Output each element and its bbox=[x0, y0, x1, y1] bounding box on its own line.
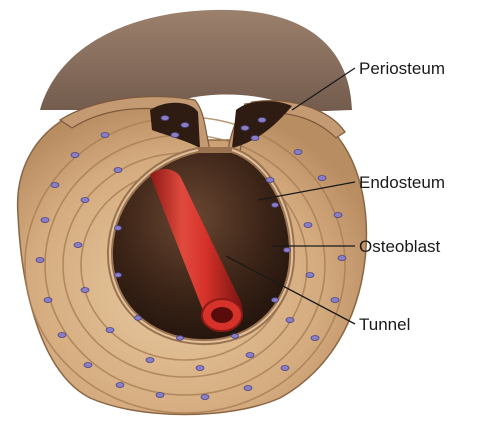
tunnel-label: Tunnel bbox=[359, 315, 410, 334]
periosteum-label: Periosteum bbox=[359, 59, 445, 78]
osteoblast-label: Osteoblast bbox=[359, 237, 441, 256]
endosteum-label: Endosteum bbox=[359, 173, 445, 192]
vessel-lumen bbox=[211, 307, 233, 323]
upper-tissue bbox=[40, 10, 352, 112]
